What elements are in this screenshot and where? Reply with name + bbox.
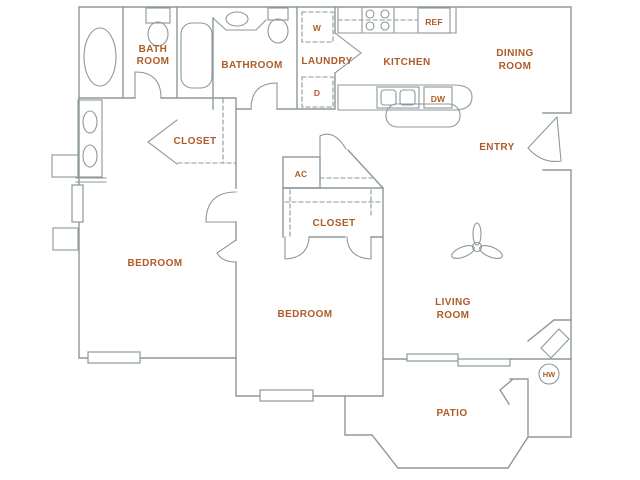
fan-blade-north [472,222,482,246]
hall-closet-bifold-door [147,119,178,165]
room-label-patio: PATIO [436,408,467,419]
bedroom-closet-shelf-lines [284,177,382,237]
fixture-label-dishwasher: DW [431,94,446,104]
vanity-base-lines [75,177,107,183]
walls-layer [51,6,572,469]
room-label-hall-closet: CLOSET [174,136,217,147]
window-bedroom-left [87,351,141,364]
room-label-living-line1: LIVING [435,297,471,308]
ceiling-fan-icon [451,222,503,260]
windows [71,184,511,402]
stove-dividers [361,6,395,34]
bedroom-center-door-swing [319,133,347,158]
sink-bathroom2 [225,11,249,27]
window-left-wall [71,184,84,223]
living-fixtures [451,222,570,385]
toilet-bowl-right [267,18,289,44]
bathtub-left [83,27,117,87]
vanity-sink-top [82,110,98,134]
sink-basin-right [399,89,416,106]
fixture-label-ac: AC [295,169,308,179]
room-label-entry: ENTRY [479,142,515,153]
bathroom2-counter [212,17,267,31]
water-heater-circle [538,363,560,385]
kitchen-fixtures [337,6,473,128]
room-label-dining-line1: DINING [496,48,533,59]
hall-closet-shelf-lines [177,98,236,164]
kitchen-sink-outline [376,86,420,109]
room-label-laundry: LAUNDRY [301,56,352,67]
bathroom2-door-swing [250,82,278,110]
dryer-box [301,76,334,108]
stove-burner [380,9,390,19]
hall-door-swing [216,239,237,263]
vanity-sink-bottom [82,144,98,168]
kitchen-sink-counter [337,84,473,111]
room-label-bathroom: BATHROOM [221,60,282,71]
room-label-kitchen: KITCHEN [383,57,430,68]
toilet-tank-left [145,7,171,24]
sink-basin-left [380,89,397,106]
fixture-label-water-heater: HW [543,370,556,379]
fireplace-insert [540,328,570,359]
laundry-doors [334,32,362,74]
exterior-wall-feature-top [51,154,79,178]
room-label-bedroom-left: BEDROOM [127,258,182,269]
stove-burner [365,21,375,31]
sliding-door-panel-right [457,358,511,367]
dashed-lines [177,11,419,237]
bathroom1-door-swing [134,71,162,99]
breakfast-bar-counter [385,103,461,128]
vanity [77,99,103,178]
toilet-tank-right [267,7,289,21]
bathtub-right [180,22,213,89]
entry-door-swing [527,116,562,163]
stove-burner [365,9,375,19]
room-label-living-line2: ROOM [437,310,470,321]
fixture-label-dryer: D [314,88,320,98]
room-label-bedroom-closet: CLOSET [313,218,356,229]
room-label-bath-room-line2: ROOM [137,56,170,67]
labels-layer: BATH ROOM BATHROOM LAUNDRY W D KITCHEN R… [127,17,556,419]
sliding-door-panel-left [406,353,459,362]
stove-burner [380,21,390,31]
washer-box [301,11,334,43]
fan-blade-left [451,244,475,260]
ac-closet-box [282,156,321,189]
window-bedroom-center [259,389,314,402]
bedroom-left-door-swing [205,191,237,223]
room-label-bedroom-center: BEDROOM [277,309,332,320]
closet-door-right [346,236,372,260]
room-label-bath-room-line1: BATH [139,44,168,55]
fan-hub [471,241,483,253]
interior-walls [78,6,572,438]
exterior-wall-feature-bottom [52,227,79,251]
toilet-bowl-left [147,21,169,47]
room-label-dining-line2: ROOM [499,61,532,72]
refrigerator-box [417,7,451,34]
fixture-label-washer: W [313,23,322,33]
fixture-label-refrigerator: REF [425,17,443,27]
dishwasher-box [423,86,453,109]
door-swings [134,32,562,263]
fan-blade-right [479,244,503,260]
bath-fixtures [51,7,289,251]
closet-door-left [284,236,310,260]
